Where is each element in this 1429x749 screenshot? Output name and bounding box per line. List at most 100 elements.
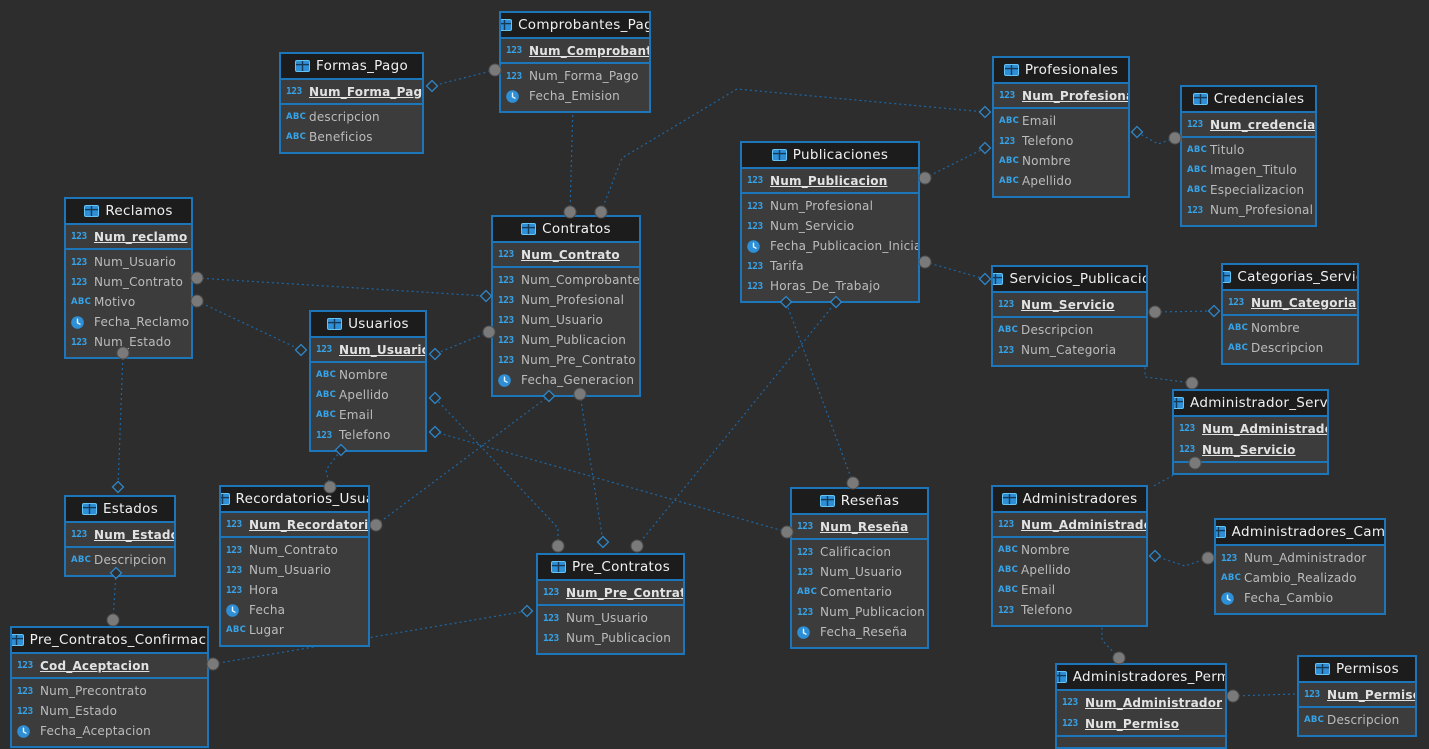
column-fecha_generacion[interactable]: Fecha_Generacion xyxy=(493,370,639,390)
table-header[interactable]: Administradores xyxy=(993,487,1146,513)
column-fecha[interactable]: Fecha xyxy=(221,600,368,620)
column-fecha_cambio[interactable]: Fecha_Cambio xyxy=(1216,588,1384,608)
table-header[interactable]: Contratos xyxy=(493,217,639,243)
table-header[interactable]: Categorias_Servic xyxy=(1223,265,1357,291)
table-header[interactable]: Credenciales xyxy=(1182,87,1315,113)
table-header[interactable]: Profesionales xyxy=(994,58,1128,84)
table-header[interactable]: Estados xyxy=(66,497,174,523)
table-header[interactable]: Publicaciones xyxy=(742,143,918,169)
table-header[interactable]: Administrador_Servi xyxy=(1174,391,1327,417)
table-header[interactable]: Formas_Pago xyxy=(281,54,422,80)
column-fecha_emision[interactable]: Fecha_Emision xyxy=(501,86,649,106)
table-header[interactable]: Pre_Contratos xyxy=(538,555,683,581)
column-fecha_aceptacion[interactable]: Fecha_Aceptacion xyxy=(12,721,207,741)
table-header[interactable]: Reclamos xyxy=(66,199,191,225)
table-header[interactable]: Servicios_Publicacio xyxy=(993,267,1146,293)
table-header[interactable]: Pre_Contratos_Confirmaci xyxy=(12,628,207,654)
column-fecha_reseña[interactable]: Fecha_Reseña xyxy=(792,622,927,642)
column-fecha_publicacion_inicial[interactable]: Fecha_Publicacion_Inicial xyxy=(742,236,918,256)
table-header[interactable]: Reseñas xyxy=(792,489,927,515)
